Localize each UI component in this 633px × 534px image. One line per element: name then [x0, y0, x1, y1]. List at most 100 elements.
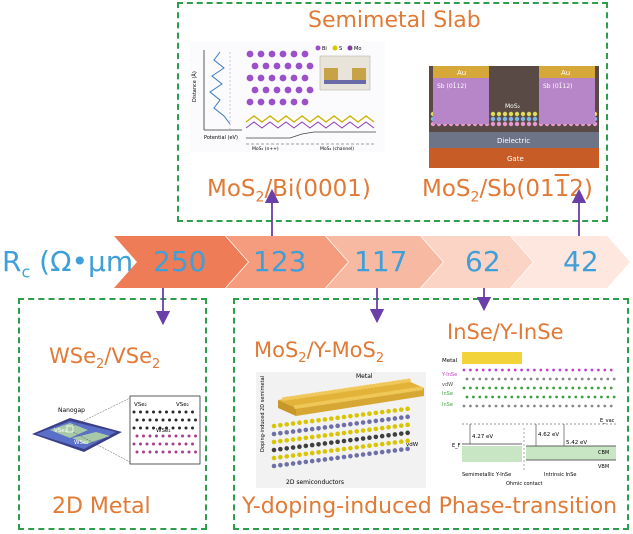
atom [174, 418, 178, 422]
atom [406, 378, 411, 383]
2d-metal-box [18, 298, 207, 530]
atom [194, 418, 197, 422]
atom [373, 434, 379, 440]
atom [165, 410, 168, 414]
atom [358, 395, 362, 400]
atom [251, 86, 259, 94]
mos2-y-mos2-label: MoS2/Y-MoS2 [254, 338, 385, 367]
atom [303, 419, 309, 425]
atom [271, 455, 277, 461]
atom [348, 453, 353, 459]
atom [488, 386, 491, 390]
atom [526, 404, 530, 408]
atom [510, 377, 514, 381]
atom [320, 391, 325, 396]
atom [290, 461, 296, 466]
atom [301, 98, 309, 106]
atom [284, 438, 290, 443]
atom [502, 111, 508, 117]
atom [392, 432, 398, 437]
atom [542, 395, 546, 399]
atom [297, 404, 302, 409]
atom [373, 450, 379, 456]
atom [558, 386, 562, 390]
atom [181, 450, 184, 454]
mos2-bi-label: MoS2/Bi(0001) [207, 176, 371, 206]
atom [405, 406, 410, 412]
atom [284, 62, 292, 70]
atom [555, 377, 558, 381]
atom [135, 418, 139, 422]
atom [303, 459, 309, 465]
atom [510, 395, 514, 399]
atom [295, 86, 303, 94]
atom [533, 386, 536, 390]
atom [322, 433, 328, 438]
atom [373, 442, 379, 448]
atom [398, 407, 404, 412]
energy-1: 4.27 eV [472, 434, 493, 440]
atom [612, 377, 616, 381]
mos2-sb-figure: Gate Dielectric Au Sb (01̄12) Au Sb (01̄… [429, 66, 599, 168]
atom [290, 445, 296, 450]
atom [481, 368, 485, 372]
atom [399, 389, 404, 394]
atom [367, 394, 372, 399]
atom [184, 426, 188, 430]
atom [561, 395, 565, 399]
atom [187, 434, 191, 438]
atom [367, 443, 372, 449]
atom [462, 368, 466, 372]
atom [278, 462, 283, 468]
atom [501, 386, 504, 390]
atom [516, 377, 520, 381]
atom [587, 395, 590, 399]
atom [502, 116, 508, 122]
atom [409, 387, 414, 392]
atom [490, 116, 496, 122]
atom [290, 50, 298, 58]
atom [298, 394, 302, 399]
atom [168, 418, 171, 422]
atom [155, 434, 158, 438]
atom [313, 402, 318, 407]
atom [323, 390, 328, 395]
atom [552, 368, 555, 372]
atom [406, 388, 410, 393]
bi-legend-bi: Bi [322, 46, 327, 52]
atom [371, 383, 376, 388]
atom [145, 442, 149, 446]
ohmic-caption: Ohmic contact [506, 481, 542, 487]
atom [545, 404, 549, 408]
atom [348, 421, 353, 427]
rc-value-62: 62 [465, 245, 501, 278]
doping-induced-text: Doping-induced 2D semimetal [260, 376, 266, 452]
atom [360, 444, 366, 449]
atom [392, 416, 398, 421]
atom [158, 442, 162, 446]
atom [152, 442, 155, 446]
atom [386, 424, 391, 430]
atom [348, 396, 353, 401]
atom [354, 413, 360, 418]
vse2-flake-text: VSe₂ [54, 428, 67, 434]
atom [405, 430, 410, 436]
atom [367, 411, 372, 417]
rc-value-123: 123 [253, 245, 307, 278]
atom [257, 98, 265, 106]
atom [273, 86, 281, 94]
atom [514, 121, 520, 127]
atom [191, 426, 194, 430]
atom [155, 418, 158, 422]
atom [577, 404, 581, 408]
inse-metal-text: Metal [442, 358, 458, 364]
atom [367, 427, 372, 433]
atom [504, 377, 507, 381]
inset-vse2-left: VSe₂ [134, 402, 147, 408]
vdw-text: vdW [406, 442, 419, 448]
atom [590, 368, 594, 372]
atom [257, 74, 265, 82]
atom [532, 121, 538, 127]
atom [360, 436, 366, 441]
inse-layer-y-inse: Y-InSe [441, 372, 457, 378]
